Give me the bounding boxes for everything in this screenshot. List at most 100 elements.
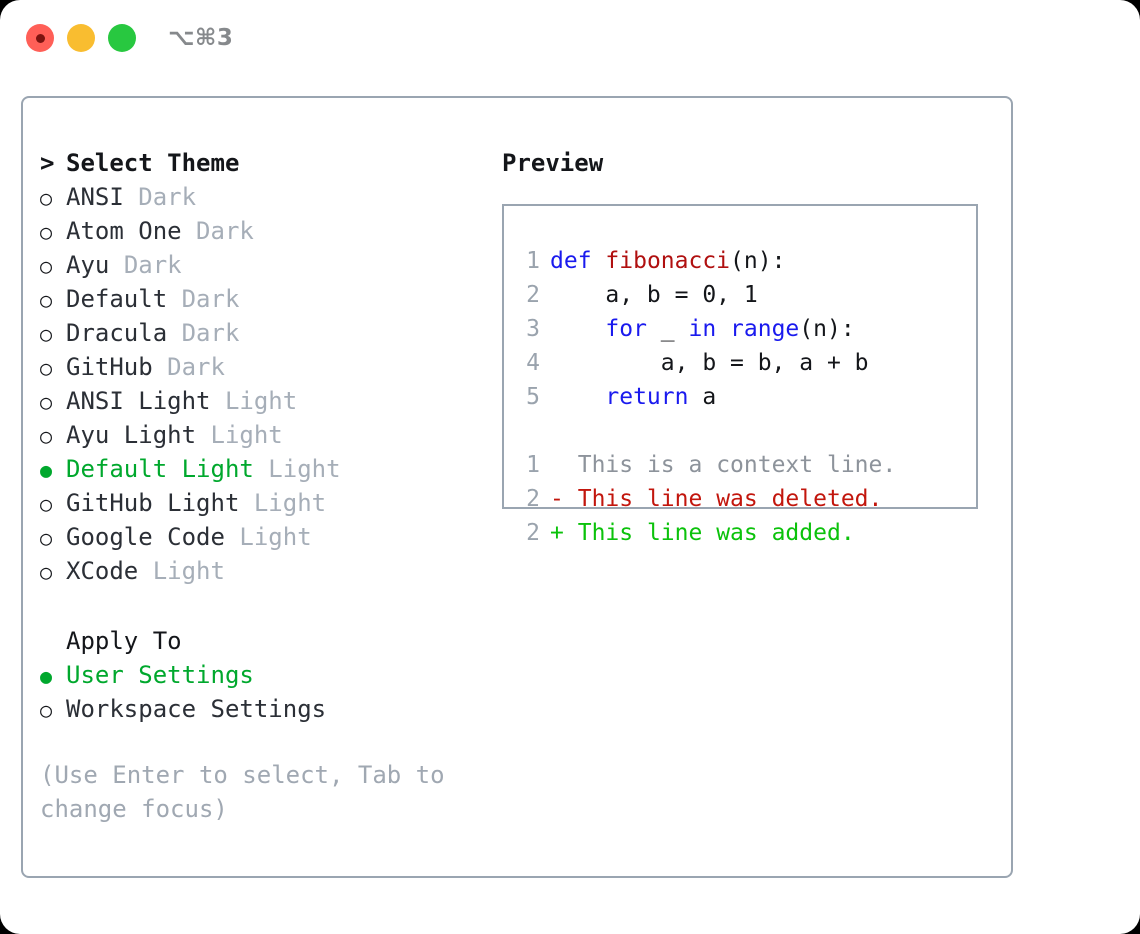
preview-title: Preview	[502, 149, 604, 177]
radio-unselected-icon[interactable]	[40, 248, 66, 283]
code-token-keyword: in	[688, 316, 717, 342]
line-number: 2	[526, 520, 540, 546]
radio-unselected-icon[interactable]	[40, 554, 66, 589]
radio-unselected-icon[interactable]	[40, 282, 66, 317]
theme-option-label: Ayu	[66, 251, 110, 279]
zoom-window-button[interactable]	[108, 24, 136, 52]
theme-option-label: ANSI Light	[66, 387, 211, 415]
line-number: 2	[526, 486, 540, 512]
theme-option-github-light[interactable]: GitHub Light Light	[40, 486, 485, 520]
radio-unselected-icon[interactable]	[40, 316, 66, 351]
code-token-plain	[592, 248, 606, 274]
radio-unselected-icon[interactable]	[40, 692, 66, 727]
radio-unselected-icon[interactable]	[40, 214, 66, 249]
theme-option-default-dark[interactable]: Default Dark	[40, 282, 485, 316]
theme-option-label: Default	[66, 285, 168, 313]
theme-option-tag: Dark	[196, 217, 254, 245]
theme-option-ansi-dark[interactable]: ANSI Dark	[40, 180, 485, 214]
code-token-plain	[550, 316, 605, 342]
theme-option-xcode[interactable]: XCode Light	[40, 554, 485, 588]
preview-gap	[514, 414, 972, 448]
theme-option-tag: Light	[152, 557, 225, 585]
theme-option-github-dark[interactable]: GitHub Dark	[40, 350, 485, 384]
apply-to-label: Apply To	[40, 624, 485, 658]
theme-list-header: > Select Theme	[40, 146, 485, 180]
theme-option-dracula-dark[interactable]: Dracula Dark	[40, 316, 485, 350]
code-line: 5 return a	[514, 380, 972, 414]
theme-option-label: GitHub Light	[66, 489, 240, 517]
code-token-keyword: def	[550, 248, 592, 274]
diff-sign: +	[550, 520, 564, 546]
line-number: 5	[526, 384, 540, 410]
theme-option-label: ANSI	[66, 183, 124, 211]
theme-option-default-light[interactable]: Default Light Light	[40, 452, 485, 486]
radio-unselected-icon[interactable]	[40, 350, 66, 385]
hint-spacer	[40, 726, 485, 758]
diff-line-removed: 2- This line was deleted.	[514, 482, 972, 516]
theme-option-tag: Light	[224, 387, 298, 415]
radio-selected-icon[interactable]	[40, 452, 66, 487]
theme-list-header-label: Select Theme	[66, 149, 240, 177]
apply-to-option-label: Workspace Settings	[66, 695, 327, 723]
radio-unselected-icon[interactable]	[40, 384, 66, 419]
theme-option-tag: Dark	[181, 285, 240, 313]
theme-option-ayu-light[interactable]: Ayu Light Light	[40, 418, 485, 452]
code-token-plain: (n):	[799, 316, 855, 342]
prompt-chevron-icon: >	[40, 149, 55, 177]
theme-option-tag: Dark	[181, 319, 240, 347]
radio-unselected-icon[interactable]	[40, 486, 66, 521]
apply-to-label-text: Apply To	[66, 627, 182, 655]
line-number: 4	[526, 350, 540, 376]
theme-option-tag: Light	[268, 455, 341, 483]
theme-option-label: XCode	[66, 557, 139, 585]
code-token-plain	[550, 384, 605, 410]
apply-to-option-label: User Settings	[66, 661, 254, 689]
keyboard-hint-text: (Use Enter to select, Tab to change focu…	[40, 761, 445, 823]
code-line: 2 a, b = 0, 1	[514, 278, 972, 312]
theme-option-ansi-light[interactable]: ANSI Light Light	[40, 384, 485, 418]
diff-sign	[550, 452, 564, 478]
theme-option-google-code[interactable]: Google Code Light	[40, 520, 485, 554]
radio-unselected-icon[interactable]	[40, 180, 66, 215]
code-token-keyword: range	[730, 316, 800, 342]
code-token-function: fibonacci	[605, 248, 731, 274]
theme-option-tag: Dark	[167, 353, 225, 381]
keyboard-shortcut-label: ⌥⌘3	[168, 25, 234, 51]
theme-option-tag: Light	[210, 421, 283, 449]
code-token-plain: a	[688, 384, 717, 410]
diff-line-context: 1 This is a context line.	[514, 448, 972, 482]
theme-option-label: Dracula	[66, 319, 168, 347]
diff-text: This line was added.	[577, 520, 855, 546]
theme-option-label: Google Code	[66, 523, 225, 551]
theme-option-label: Ayu Light	[66, 421, 197, 449]
theme-list-column: > Select Theme ANSI Dark Atom One Dark Ay…	[40, 146, 485, 826]
close-window-button[interactable]	[26, 24, 54, 52]
apply-to-option-user-settings[interactable]: User Settings	[40, 658, 485, 692]
theme-option-tag: Light	[253, 489, 327, 517]
radio-unselected-icon[interactable]	[40, 520, 66, 555]
diff-text: This is a context line.	[577, 452, 897, 478]
theme-option-label: Default Light	[66, 455, 254, 483]
line-number: 2	[526, 282, 540, 308]
code-token-plain: a, b = 0, 1	[550, 282, 758, 308]
title-bar: ⌥⌘3	[0, 0, 1140, 78]
code-token-plain	[716, 316, 730, 342]
radio-unselected-icon[interactable]	[40, 418, 66, 453]
apply-to-option-workspace-settings[interactable]: Workspace Settings	[40, 692, 485, 726]
theme-option-atom-one-dark[interactable]: Atom One Dark	[40, 214, 485, 248]
diff-text: This line was deleted.	[577, 486, 883, 512]
minimize-window-button[interactable]	[67, 24, 95, 52]
theme-option-tag: Light	[239, 523, 312, 551]
radio-selected-icon[interactable]	[40, 658, 66, 693]
theme-option-tag: Dark	[123, 251, 182, 279]
code-line: 3 for _ in range(n):	[514, 312, 972, 346]
theme-picker-panel: > Select Theme ANSI Dark Atom One Dark Ay…	[21, 96, 1013, 878]
line-number: 1	[526, 452, 540, 478]
code-line: 4 a, b = b, a + b	[514, 346, 972, 380]
theme-option-ayu-dark[interactable]: Ayu Dark	[40, 248, 485, 282]
code-token-plain: (n):	[730, 248, 786, 274]
